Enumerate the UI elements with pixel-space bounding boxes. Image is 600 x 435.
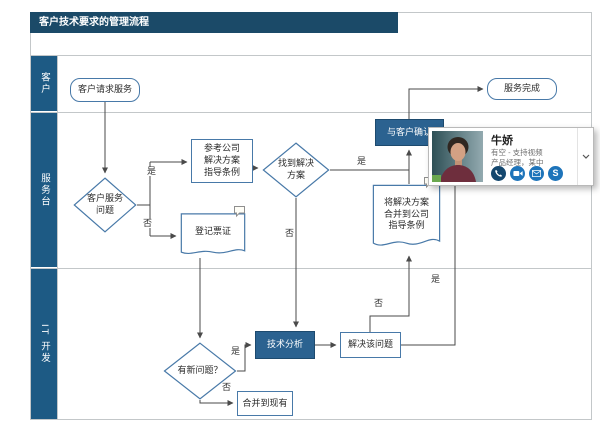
decision-service-issue[interactable]: 客户服务问题 <box>73 177 137 233</box>
comment-icon[interactable] <box>233 205 246 218</box>
process-solve-issue[interactable]: 解决该问题 <box>340 332 401 358</box>
diamond-outline <box>163 342 237 400</box>
document-outline <box>372 184 441 252</box>
contact-role: 产品经理，某中 <box>491 158 544 167</box>
skype-icon[interactable]: S <box>548 166 563 181</box>
document-outline <box>180 213 246 258</box>
contact-actions: S <box>491 166 563 181</box>
diamond-outline <box>73 177 137 233</box>
chevron-down-icon[interactable] <box>577 128 593 185</box>
avatar <box>432 131 483 182</box>
video-icon[interactable] <box>510 166 525 181</box>
process-merge-existing[interactable]: 合并到现有 <box>237 391 293 416</box>
mail-icon[interactable] <box>529 166 544 181</box>
phone-icon[interactable] <box>491 166 506 181</box>
connector-solve-no-to-doc <box>369 255 412 332</box>
terminator-service-complete[interactable]: 服务完成 <box>487 78 557 100</box>
connector-newissue-yes <box>237 342 252 372</box>
process-tech-analysis[interactable]: 技术分析 <box>255 331 315 359</box>
connector-newissue-no <box>199 400 234 406</box>
diagram-title: 客户技术要求的管理流程 <box>30 12 398 33</box>
lane-label-it-dev[interactable]: IT 开发 <box>31 269 57 419</box>
terminator-request-service[interactable]: 客户请求服务 <box>70 78 140 102</box>
edge-label-yes: 是 <box>430 274 442 284</box>
contact-name: 牛娇 <box>491 135 513 147</box>
diamond-outline <box>262 142 330 198</box>
decision-solution-found[interactable]: 找到解决方案 <box>262 142 330 198</box>
connectors <box>102 86 484 406</box>
process-refer-guidelines[interactable]: 参考公司解决方案指导条例 <box>191 139 253 183</box>
edge-label-no: 否 <box>142 218 154 228</box>
edge-label-no: 否 <box>284 228 296 238</box>
lane-label-customer[interactable]: 客户 <box>31 56 57 111</box>
decision-new-issue[interactable]: 有新问题？ <box>163 342 237 400</box>
contact-status: 有空 - 支持视频 <box>491 148 543 157</box>
edge-label-no: 否 <box>221 382 233 392</box>
edge-label-yes: 是 <box>356 156 368 166</box>
edge-label-no: 否 <box>373 298 385 308</box>
edge-label-yes: 是 <box>146 166 158 176</box>
edge-label-yes: 是 <box>230 346 242 356</box>
connector-confirm-to-complete <box>408 86 484 119</box>
document-merge-solution[interactable]: 将解决方案合并到公司指导条例 <box>372 184 441 252</box>
contact-card[interactable]: 牛娇 有空 - 支持视频 产品经理，某中 S <box>428 127 594 186</box>
document-register-ticket[interactable]: 登记票证 <box>180 213 246 258</box>
lane-label-service-desk[interactable]: 服务台 <box>31 113 57 267</box>
